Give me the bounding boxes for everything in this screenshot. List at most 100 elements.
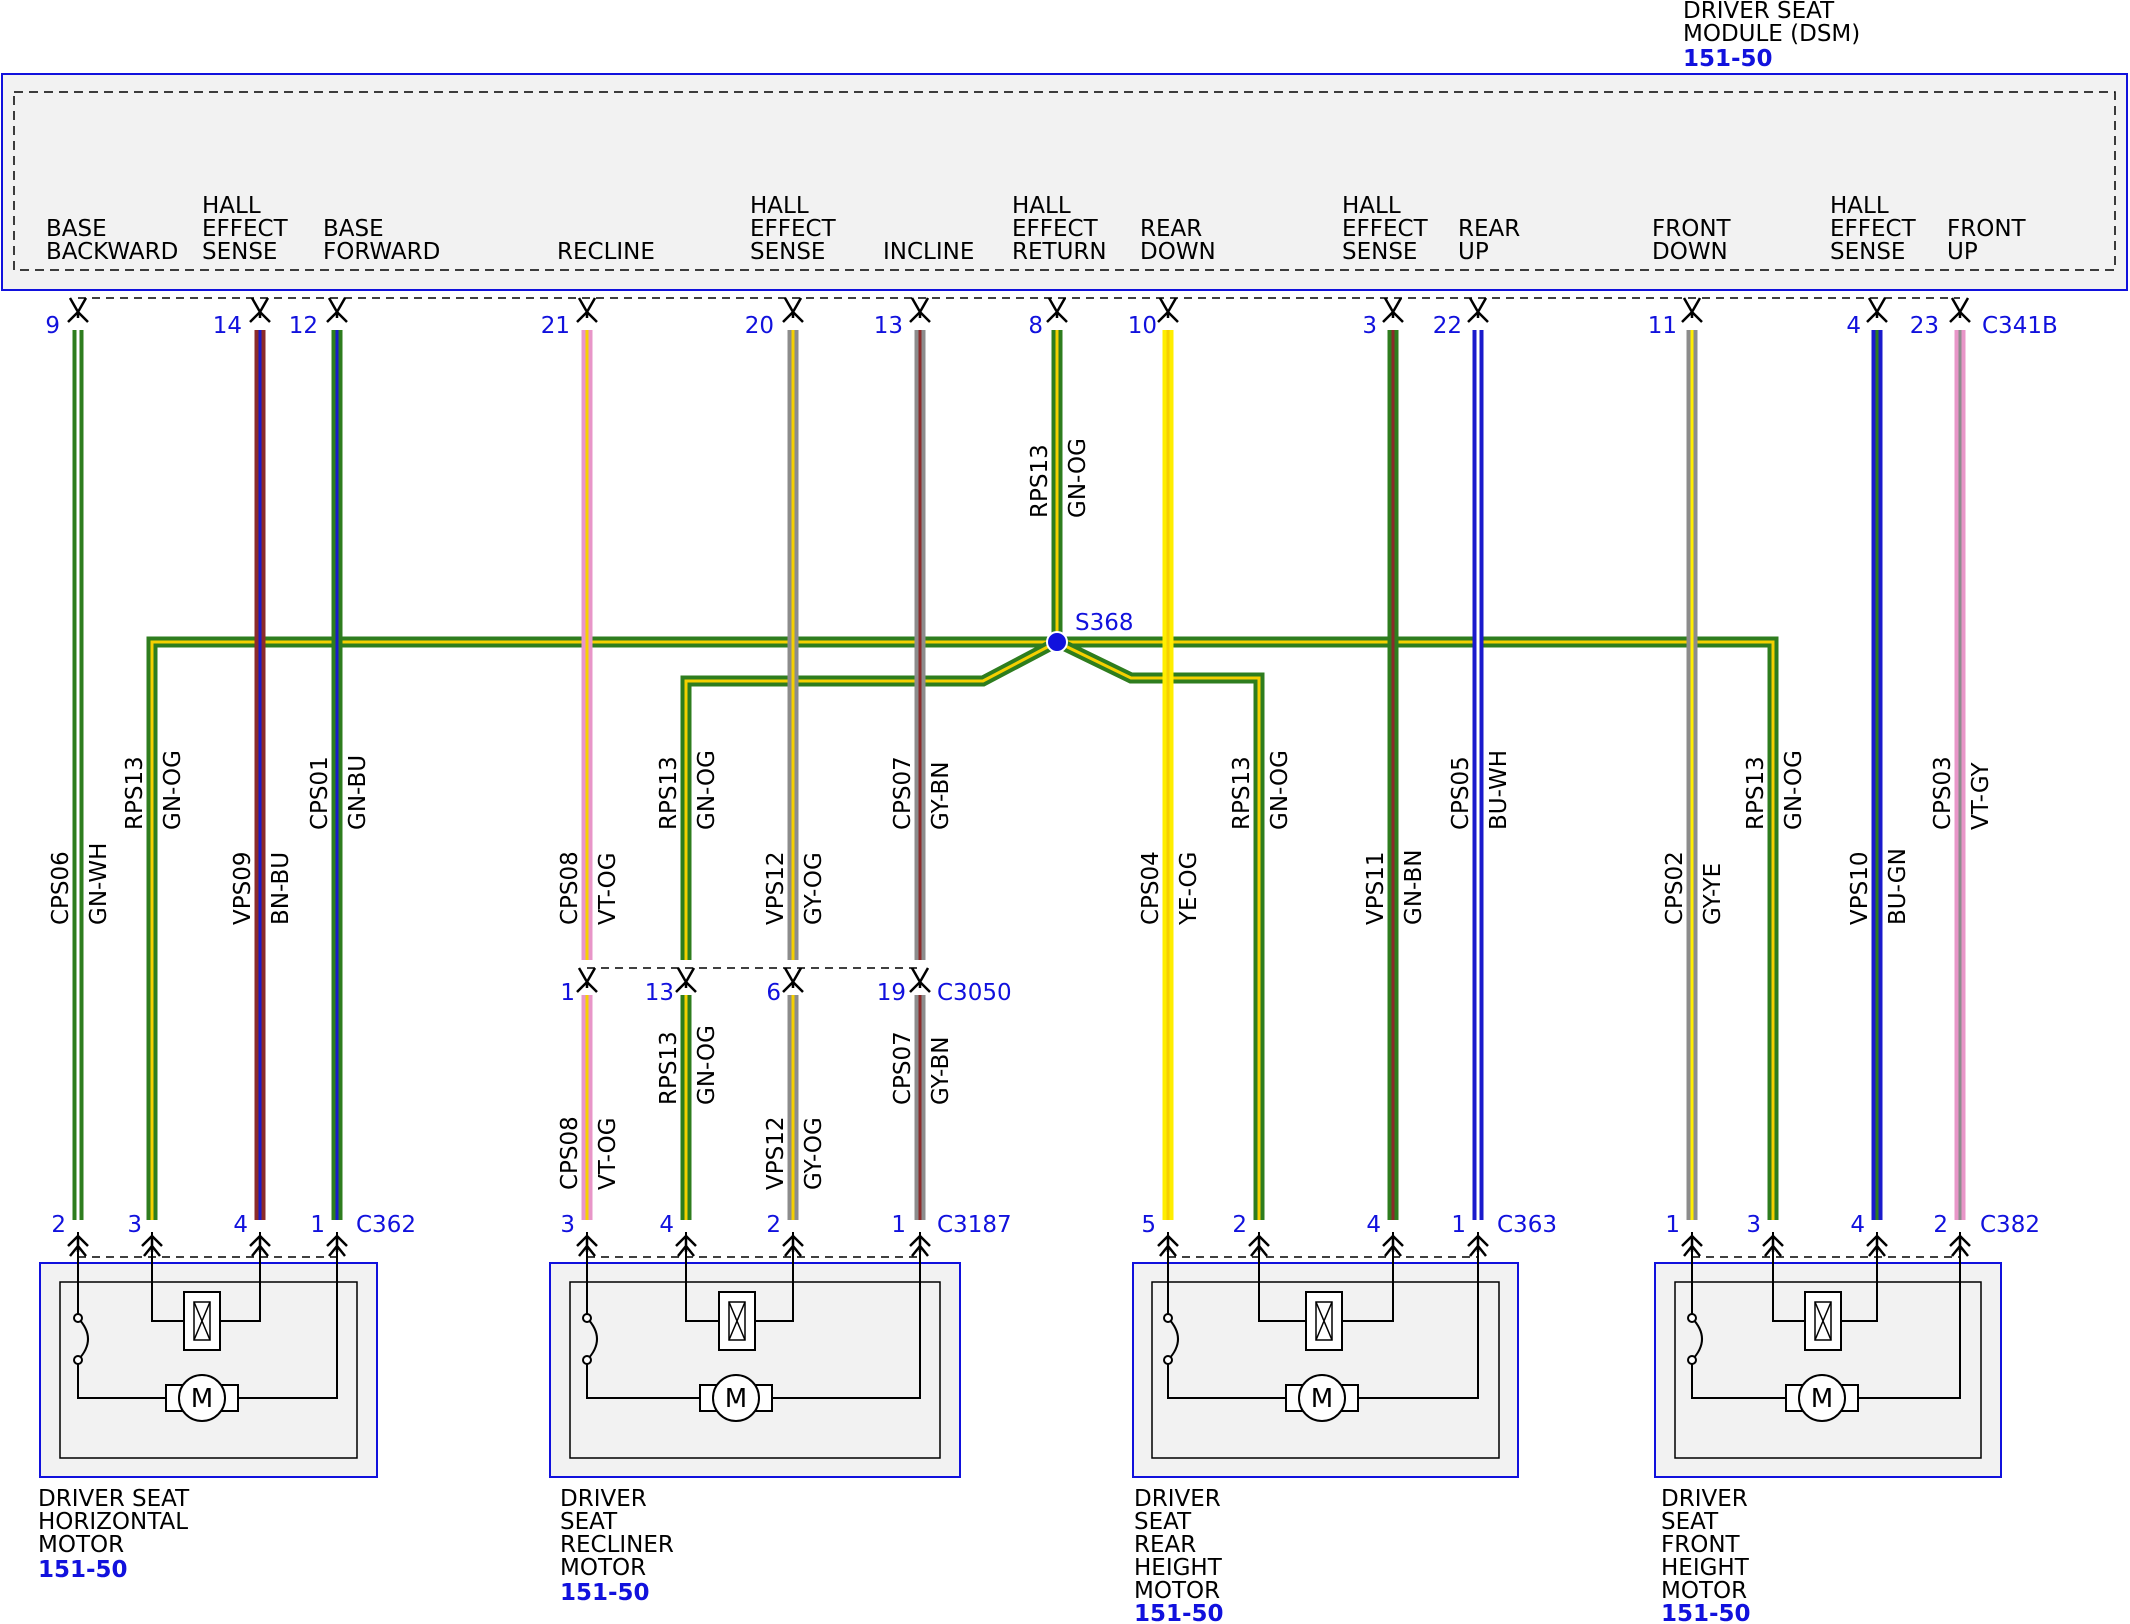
pin-3-label-2: EFFECT [1342,216,1429,242]
motor-name-line: MOTOR [38,1532,124,1558]
wire-circuit-label: RPS13 [656,756,682,830]
motor-symbol: M [191,1384,213,1414]
wire-color-label: GN-OG [160,750,186,830]
motor-pin-number: 2 [1232,1212,1247,1238]
pin-14-label-3: SENSE [202,239,277,265]
module-pin-number: 21 [541,313,570,339]
motor-circuit [586,1232,921,1399]
module-name-line-2: MODULE (DSM) [1683,21,1860,47]
motor-horizontal[interactable]: M [39,1232,378,1478]
terminal-icon [1382,1234,1404,1257]
module-pin-numbers: 9 14 12 21 20 13 8 10 3 22 11 4 23 C341B [45,313,2057,339]
terminal-icon [1382,297,1404,323]
wire-circuit-label: CPS08 [557,1116,583,1190]
splice-upper-circuit: RPS13 [1027,444,1053,518]
wire-color-label: VT-OG [595,1117,621,1190]
motor-recliner[interactable]: M [549,1232,961,1478]
terminal-icon [909,1234,931,1257]
hall-sensor-cross-icon [193,1301,211,1341]
module-pin-number: 23 [1910,313,1939,339]
wire-color-label: GY-OG [801,852,827,925]
terminal-icon [1866,1234,1888,1257]
pin-14-label-2: EFFECT [202,216,289,242]
terminal-icon [67,297,89,323]
terminal-icon [576,967,598,993]
module-name-line-1: DRIVER SEAT [1683,0,1835,24]
motor-name-line: SEAT [560,1509,618,1535]
module-wires [72,330,1966,1220]
motor-pin-number: 1 [891,1212,906,1238]
motor-rear-height[interactable]: M [1132,1232,1519,1478]
wire-circuit-label: CPS05 [1448,756,1474,830]
pin-8-label-1: HALL [1012,193,1071,219]
motor-icon [1798,1374,1846,1422]
motor-symbol: M [1811,1384,1833,1414]
terminal-icon [67,1234,89,1257]
terminal-icon [909,297,931,323]
wire-color-label: VT-GY [1968,762,1994,830]
wire-color-label: GN-OG [694,1025,720,1105]
terminal-icon [1467,297,1489,323]
pin-22-label-1: REAR [1458,216,1520,242]
module-terminals [67,297,1971,323]
module-pin-number: 9 [45,313,60,339]
recliner-lower-wires [581,995,926,1220]
module-ref: 151-50 [1683,46,1773,72]
pin-4-label-1: HALL [1830,193,1889,219]
pin-9-label-2: BACKWARD [46,239,178,265]
wire-circuit-label: CPS02 [1662,851,1688,925]
motor-name-line: MOTOR [1661,1578,1747,1604]
motor-ref: 151-50 [560,1580,650,1606]
hall-sensor-icon [718,1291,756,1351]
module-pin-number: 3 [1362,313,1377,339]
terminal-icon [782,1234,804,1257]
hall-sensor-cross-icon [1814,1301,1832,1341]
wire-color-label: GN-OG [694,750,720,830]
pin-9-label-1: BASE [46,216,107,242]
terminal-icon [249,297,271,323]
motor-name-line: MOTOR [1134,1578,1220,1604]
hall-sensor-inner-icon [1814,1301,1832,1341]
splice-dot[interactable] [1046,631,1068,653]
motor-terminals [67,1234,1971,1257]
switch-contact-icon [1687,1313,1697,1323]
pin-14-label-1: HALL [202,193,261,219]
terminal-icon [782,967,804,993]
motor-name-line: SEAT [1134,1509,1192,1535]
hall-sensor-inner-icon [193,1301,211,1341]
c3050-terminals [576,967,931,993]
motor-name-line: DRIVER [560,1486,647,1512]
switch-contact-icon [1163,1313,1173,1323]
wire-circuit-label: VPS12 [763,1117,789,1190]
wire-color-label: YE-OG [1176,852,1202,926]
splice-branch-recliner-motor [680,637,1060,960]
motor-pin-number: 3 [560,1212,575,1238]
pin-12-label-1: BASE [323,216,384,242]
terminal-icon [1866,297,1888,323]
module-box[interactable] [1,73,2128,291]
motor-inner-box [569,1281,941,1459]
c3050-pin-number: 13 [645,980,674,1006]
motor-names: DRIVER SEAT HORIZONTAL MOTOR 151-50 DRIV… [38,1486,1751,1624]
motor-front-height[interactable]: M [1654,1232,2002,1478]
module-pin-labels: BASE BACKWARD HALL EFFECT SENSE BASE FOR… [46,193,2027,265]
pin-10-label-1: REAR [1140,216,1202,242]
motor-ref: 151-50 [1661,1601,1751,1624]
terminal-icon [326,297,348,323]
switch-contact-icon [1163,1355,1173,1365]
motor-pin-number: 4 [659,1212,674,1238]
motor-name-line: SEAT [1661,1509,1719,1535]
switch-contact-icon [1687,1355,1697,1365]
module-connector-label: C341B [1982,313,2058,339]
module-pin-number: 12 [289,313,318,339]
c3050-pin-number: 19 [877,980,906,1006]
terminal-icon [1681,297,1703,323]
terminal-icon [675,1234,697,1257]
wire-circuit-label: RPS13 [1743,756,1769,830]
terminal-icon [576,1234,598,1257]
wire-color-label: BU-GN [1885,848,1911,925]
c3050-pin-numbers: 1 13 6 19 C3050 [560,980,1011,1006]
wire-circuit-label: CPS07 [890,756,916,830]
motor-pin-number: 4 [1366,1212,1381,1238]
